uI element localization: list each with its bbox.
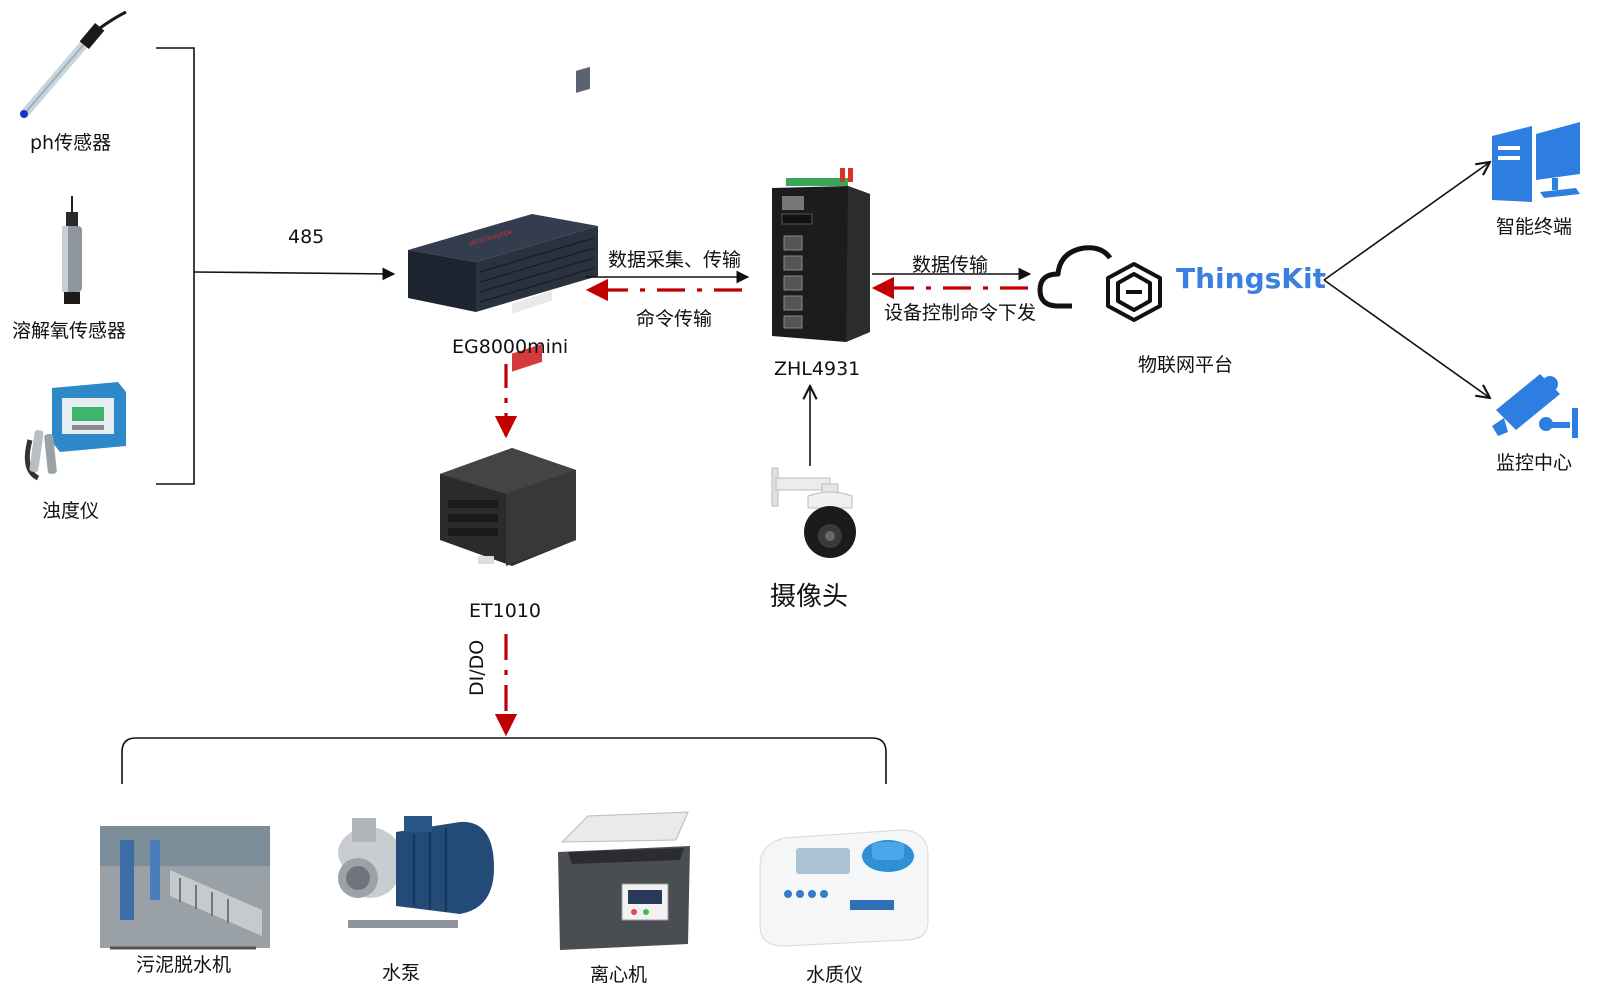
ph-sensor-label: ph传感器 — [30, 132, 112, 154]
turbidity-label: 浊度仪 — [42, 500, 100, 522]
analyzer-label: 水质仪 — [806, 964, 864, 986]
collect-label: 数据采集、传输 — [608, 249, 742, 271]
equipment-bracket — [121, 737, 887, 784]
switch-device-icon — [772, 168, 870, 342]
dissolved-oxygen-sensor-icon — [62, 196, 82, 304]
turbidity-meter-icon — [24, 382, 126, 481]
water-pump-icon — [338, 816, 494, 928]
centrifuge-icon — [558, 811, 690, 950]
control-label: 设备控制命令下发 — [884, 302, 1037, 324]
io-module-label: ET1010 — [469, 600, 541, 622]
terminal-label: 智能终端 — [1496, 216, 1573, 238]
surveillance-camera-icon — [1492, 374, 1578, 438]
dewater-label: 污泥脱水机 — [136, 954, 232, 976]
rs485-arrow — [193, 267, 396, 281]
platform-to-terminal-arrow — [1323, 162, 1490, 281]
command-label: 命令传输 — [636, 308, 713, 330]
camera-icon — [771, 467, 856, 558]
computer-icon — [1492, 122, 1580, 202]
water-quality-analyzer-icon — [759, 829, 929, 947]
platform-to-monitor-arrow — [1323, 279, 1490, 398]
sensor-bracket — [156, 47, 195, 485]
cloud-icon — [1037, 245, 1162, 322]
monitor-label: 监控中心 — [1496, 452, 1573, 474]
camera-label: 摄像头 — [770, 582, 849, 612]
io-module-icon — [440, 290, 576, 566]
thingskit-brand: ThingsKit — [1176, 262, 1326, 295]
ph-sensor-icon — [20, 10, 127, 118]
do-sensor-label: 溶解氧传感器 — [12, 320, 127, 342]
transfer-label: 数据传输 — [912, 254, 989, 276]
switch-label: ZHL4931 — [774, 358, 861, 380]
pump-label: 水泵 — [382, 962, 421, 984]
sludge-dewatering-machine-icon — [100, 826, 270, 950]
platform-label: 物联网平台 — [1138, 354, 1234, 376]
centrifuge-label: 离心机 — [590, 964, 648, 986]
gateway-label: EG8000mini — [452, 336, 569, 358]
gateway-device-icon: MITOTROUTER — [408, 66, 598, 312]
rs485-label: 485 — [288, 226, 325, 248]
dido-label: DI/DO — [466, 639, 488, 696]
